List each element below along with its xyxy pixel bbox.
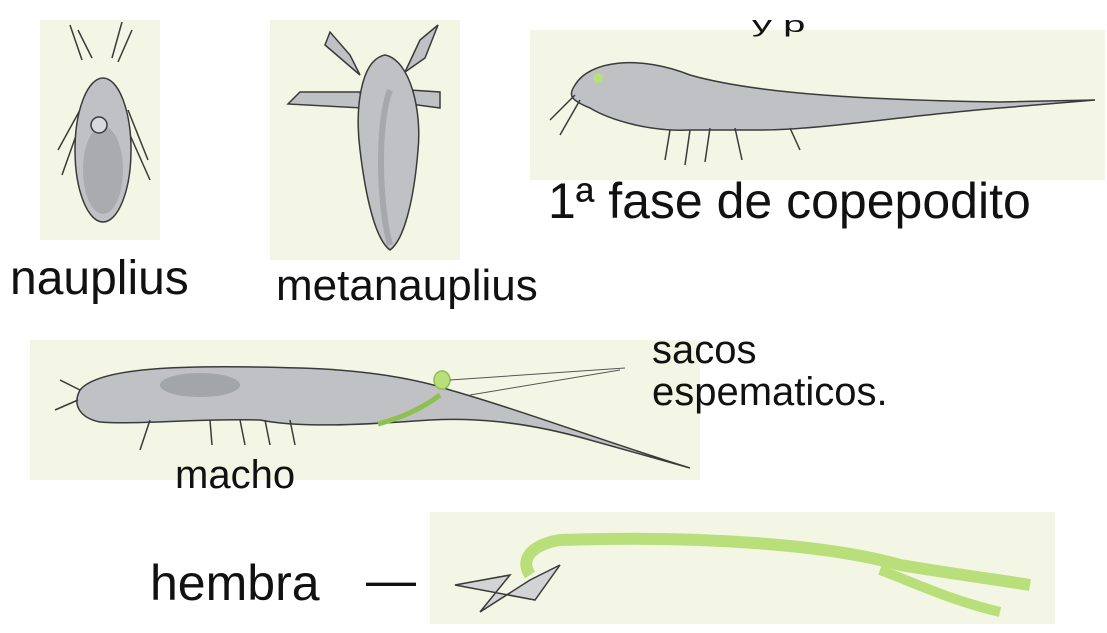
sacos-label: sacos	[652, 330, 757, 370]
top-fragment-text: y p	[752, 0, 805, 36]
macho-label: macho	[175, 455, 295, 495]
metanauplius-label: metanauplius	[276, 264, 538, 308]
copepodito-label: 1ª fase de copepodito	[548, 176, 1031, 226]
hembra-leader-line: —	[366, 555, 416, 605]
nauplius-label: nauplius	[10, 255, 189, 303]
espematicos-label: espematicos.	[652, 372, 888, 412]
hembra-label: hembra	[150, 558, 320, 608]
